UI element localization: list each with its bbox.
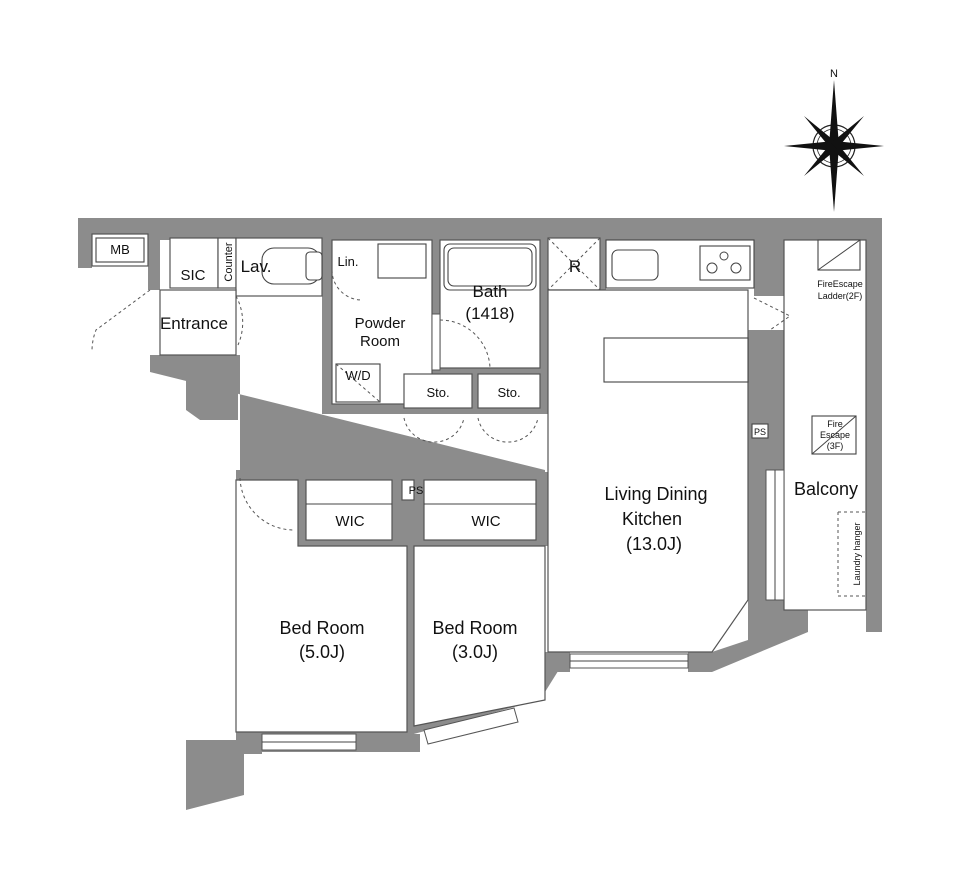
bath-label-1: Bath	[473, 282, 508, 301]
refrigerator-label: R	[569, 257, 581, 276]
doors	[91, 269, 791, 600]
compass-north-label: N	[830, 68, 838, 80]
wic-label-1: WIC	[335, 513, 364, 530]
fire-ladder-label-1: FireEscape	[817, 279, 863, 289]
sic-label: SIC	[180, 267, 205, 284]
ldk-label-1: Living Dining	[604, 484, 707, 504]
wd-label: W/D	[345, 368, 370, 383]
fire-escape-label-1: Fire	[827, 419, 843, 429]
fixtures	[95, 237, 866, 597]
bedroom-2-label-2: (3.0J)	[452, 642, 498, 662]
bedroom-1-label-2: (5.0J)	[299, 642, 345, 662]
powder-room-label-2: Room	[360, 333, 400, 350]
balcony-label: Balcony	[794, 479, 858, 499]
storage-label-1: Sto.	[426, 385, 449, 400]
bedroom-1-label-1: Bed Room	[279, 618, 364, 638]
fire-escape-label-3: (3F)	[827, 441, 844, 451]
counter-label: Counter	[223, 242, 235, 281]
wic-label-2: WIC	[471, 513, 500, 530]
lav-label: Lav.	[241, 257, 272, 276]
lin-label: Lin.	[338, 254, 359, 269]
fire-ladder-label-2: Ladder(2F)	[818, 291, 863, 301]
entrance-label: Entrance	[160, 314, 228, 333]
ps-right-label: PS	[754, 427, 766, 437]
storage-label-2: Sto.	[497, 385, 520, 400]
compass-icon	[784, 80, 884, 212]
windows	[261, 313, 785, 751]
fire-escape-label-2: Escape	[820, 430, 850, 440]
powder-room-label-1: Powder	[355, 315, 406, 332]
mb-label: MB	[110, 242, 130, 257]
ldk-label-3: (13.0J)	[626, 534, 682, 554]
ps-center-label: PS	[409, 485, 424, 497]
bath-label-2: (1418)	[465, 304, 514, 323]
rooms	[91, 233, 867, 733]
laundry-hanger-label: Laundry hanger	[852, 522, 862, 585]
bedroom-2-label-1: Bed Room	[432, 618, 517, 638]
ldk-label-2: Kitchen	[622, 509, 682, 529]
